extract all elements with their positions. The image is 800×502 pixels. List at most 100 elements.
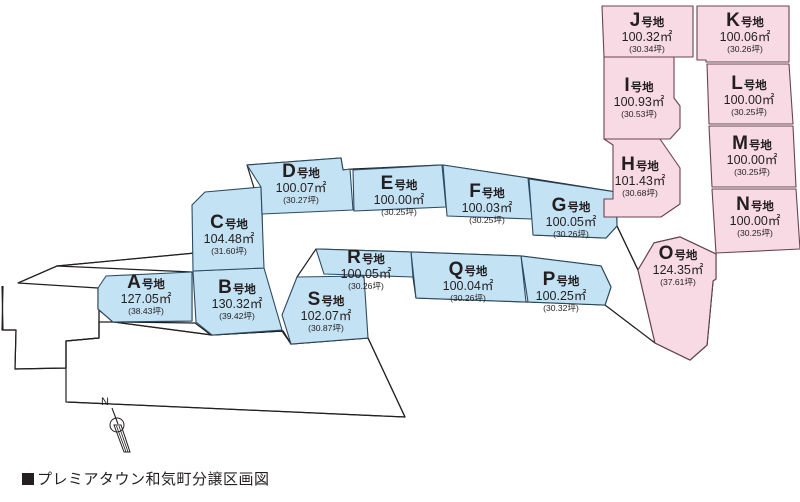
svg-text:O号地: O号地 [659, 243, 698, 264]
svg-text:100.05㎡: 100.05㎡ [341, 267, 392, 281]
svg-text:(30.26坪): (30.26坪) [348, 281, 384, 291]
svg-text:104.48㎡: 104.48㎡ [204, 232, 255, 246]
lot-polygon-n[interactable] [711, 188, 800, 254]
svg-text:F号地: F号地 [469, 181, 505, 202]
svg-text:130.32㎡: 130.32㎡ [212, 297, 263, 311]
svg-text:N号地: N号地 [736, 194, 774, 215]
lot-polygon-j[interactable] [601, 5, 694, 58]
lot-polygon-s[interactable] [281, 275, 369, 345]
lot-polygon-l[interactable] [706, 63, 794, 125]
compass-rose: N [88, 392, 148, 454]
lot-polygon-i[interactable] [603, 56, 681, 140]
lot-polygon-q[interactable] [410, 251, 527, 303]
svg-text:(38.43坪): (38.43坪) [128, 306, 164, 316]
svg-text:100.07㎡: 100.07㎡ [276, 181, 327, 195]
svg-text:C号地: C号地 [210, 212, 248, 233]
lot-polygon-k[interactable] [696, 5, 790, 63]
svg-text:(39.42坪): (39.42坪) [219, 311, 255, 321]
svg-text:100.00㎡: 100.00㎡ [727, 153, 778, 167]
svg-text:100.00㎡: 100.00㎡ [730, 214, 781, 228]
svg-text:(30.68坪): (30.68坪) [622, 188, 658, 198]
lot-polygon-a[interactable] [97, 271, 193, 323]
svg-text:M号地: M号地 [732, 133, 772, 154]
svg-text:102.07㎡: 102.07㎡ [301, 309, 352, 323]
svg-text:K号地: K号地 [726, 10, 764, 31]
svg-text:101.43㎡: 101.43㎡ [615, 174, 666, 188]
lot-polygon-r[interactable] [315, 248, 414, 278]
lot-polygon-g[interactable] [528, 178, 618, 239]
svg-text:124.35㎡: 124.35㎡ [653, 263, 704, 277]
svg-text:(30.25坪): (30.25坪) [731, 107, 767, 117]
svg-text:100.05㎡: 100.05㎡ [546, 215, 597, 229]
lot-polygon-layer [97, 5, 800, 361]
caption: プレミアタウン和気町分譲区画図 [22, 468, 270, 489]
svg-text:(30.32坪): (30.32坪) [543, 303, 579, 313]
svg-text:(30.87坪): (30.87坪) [308, 323, 344, 333]
lot-label-layer: A号地127.05㎡(38.43坪)B号地130.32㎡(39.42坪)C号地1… [121, 10, 781, 333]
lot-polygon-o[interactable] [637, 236, 717, 361]
svg-text:(31.60坪): (31.60坪) [211, 246, 247, 256]
svg-text:D号地: D号地 [282, 161, 320, 182]
caption-bullet-icon [22, 472, 34, 485]
svg-text:(30.27坪): (30.27坪) [283, 195, 319, 205]
svg-text:G号地: G号地 [552, 195, 591, 216]
svg-text:100.32㎡: 100.32㎡ [622, 30, 673, 44]
svg-text:(37.61坪): (37.61坪) [660, 277, 696, 287]
svg-text:100.00㎡: 100.00㎡ [374, 193, 425, 207]
svg-text:L号地: L号地 [731, 73, 767, 94]
svg-text:(30.25坪): (30.25坪) [737, 228, 773, 238]
svg-text:(30.34坪): (30.34坪) [629, 44, 665, 54]
svg-text:H号地: H号地 [621, 154, 659, 175]
svg-text:(30.25坪): (30.25坪) [381, 207, 417, 217]
svg-text:100.06㎡: 100.06㎡ [720, 30, 771, 44]
svg-text:S号地: S号地 [308, 289, 345, 310]
svg-text:P号地: P号地 [543, 269, 580, 290]
svg-text:100.25㎡: 100.25㎡ [536, 289, 587, 303]
svg-text:(30.26坪): (30.26坪) [553, 229, 589, 239]
svg-text:R号地: R号地 [347, 247, 385, 268]
svg-text:(30.26坪): (30.26坪) [450, 293, 486, 303]
lot-polygon-h[interactable] [603, 138, 681, 218]
caption-text: プレミアタウン和気町分譲区画図 [37, 470, 270, 488]
svg-text:(30.25坪): (30.25坪) [734, 167, 770, 177]
svg-text:J号地: J号地 [630, 10, 665, 31]
svg-text:(30.25坪): (30.25坪) [469, 215, 505, 225]
svg-text:E号地: E号地 [381, 173, 418, 194]
svg-text:100.93㎡: 100.93㎡ [614, 95, 665, 109]
svg-text:Q号地: Q号地 [449, 259, 488, 280]
svg-text:(30.26坪): (30.26坪) [727, 44, 763, 54]
svg-text:B号地: B号地 [218, 277, 256, 298]
lot-polygon-d[interactable] [246, 157, 354, 215]
svg-text:100.03㎡: 100.03㎡ [462, 201, 513, 215]
lot-polygon-p[interactable] [520, 255, 612, 306]
compass-north-label: N [101, 396, 109, 408]
svg-text:127.05㎡: 127.05㎡ [121, 292, 172, 306]
lot-polygon-m[interactable] [708, 125, 797, 188]
svg-text:A号地: A号地 [127, 272, 165, 293]
svg-text:I号地: I号地 [624, 75, 654, 96]
svg-text:(30.53坪): (30.53坪) [621, 109, 657, 119]
svg-text:100.04㎡: 100.04㎡ [443, 279, 494, 293]
lot-polygon-c[interactable] [191, 186, 265, 272]
